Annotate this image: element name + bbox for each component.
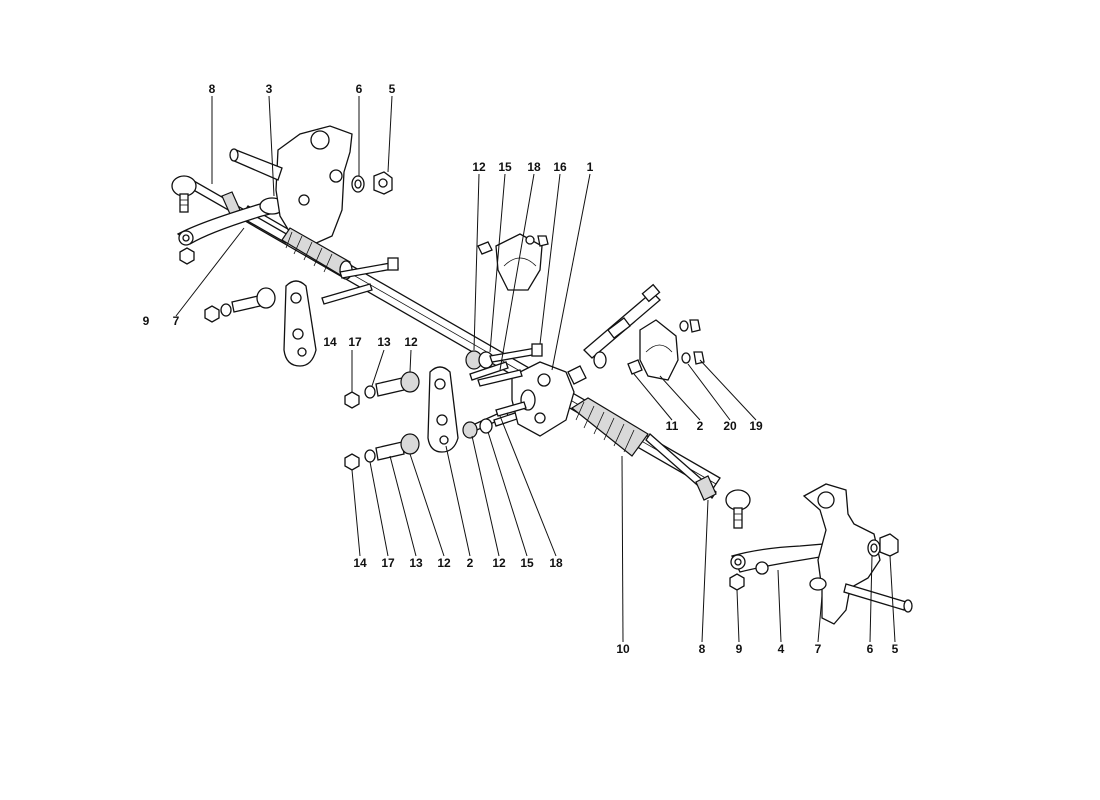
left-mounting-plate	[283, 280, 317, 367]
callout-6-bottom: 6	[867, 642, 874, 656]
callout-16: 16	[553, 160, 567, 174]
left-lower-hardware	[344, 433, 420, 471]
left-upper-hardware	[344, 371, 420, 409]
callout-3: 3	[266, 82, 273, 96]
callout-5-bottom: 5	[892, 642, 899, 656]
callout-12-top: 12	[472, 160, 486, 174]
callout-12-lower-a: 12	[437, 556, 451, 570]
leader-lines	[175, 95, 896, 643]
center-bolts	[477, 369, 527, 417]
right-hub-hardware	[867, 533, 899, 557]
callout-17-lower: 17	[381, 556, 395, 570]
right-tie-rod	[645, 433, 717, 501]
callout-13-lower: 13	[409, 556, 423, 570]
callout-11: 11	[666, 419, 679, 433]
callout-12-lower-b: 12	[492, 556, 506, 570]
callout-7-bottom: 7	[815, 642, 822, 656]
part-drawings	[171, 125, 913, 625]
callout-14-lower: 14	[353, 556, 367, 570]
callout-15-lower: 15	[520, 556, 534, 570]
right-knuckle	[802, 483, 913, 625]
center-mounting-plate	[427, 366, 459, 453]
callout-4: 4	[778, 642, 785, 656]
left-knuckle	[229, 125, 353, 245]
left-steering-arm	[176, 197, 287, 246]
callout-8-bottom: 8	[699, 642, 706, 656]
callout-6-top: 6	[356, 82, 363, 96]
upper-clamp	[477, 233, 549, 291]
left-hub-hardware	[351, 171, 393, 195]
left-tie-rod-nut	[179, 247, 195, 265]
callout-18-top: 18	[527, 160, 541, 174]
callout-2-right: 2	[697, 419, 704, 433]
steering-gear-housing	[511, 361, 587, 437]
callout-15-top: 15	[498, 160, 512, 174]
callout-2-lower: 2	[467, 556, 474, 570]
callout-20: 20	[723, 419, 737, 433]
right-rack-boot	[570, 397, 649, 457]
callout-18-lower: 18	[549, 556, 563, 570]
callout-8-top-left: 8	[209, 82, 216, 96]
callout-13-upper: 13	[377, 335, 391, 349]
callout-labels: 8 3 6 5 12 15 18 16 1 9 7 14 17 13 12 11…	[143, 82, 899, 656]
right-steering-arm	[729, 543, 827, 591]
callout-9-left: 9	[143, 314, 150, 328]
callout-19: 19	[749, 419, 763, 433]
callout-17-upper: 17	[348, 335, 362, 349]
left-clamp-bolt	[321, 257, 399, 305]
pinion-shaft	[583, 283, 661, 369]
callout-9-bottom: 9	[736, 642, 743, 656]
callout-5-top: 5	[389, 82, 396, 96]
callout-10: 10	[616, 642, 630, 656]
callout-1: 1	[587, 160, 594, 174]
callout-7-left: 7	[173, 314, 180, 328]
left-bushing-hardware	[204, 287, 276, 323]
right-ball-joint	[725, 489, 751, 529]
left-ball-joint	[171, 175, 197, 213]
callout-14-upper: 14	[323, 335, 337, 349]
right-clamp	[627, 319, 705, 381]
callout-12-upper: 12	[404, 335, 418, 349]
